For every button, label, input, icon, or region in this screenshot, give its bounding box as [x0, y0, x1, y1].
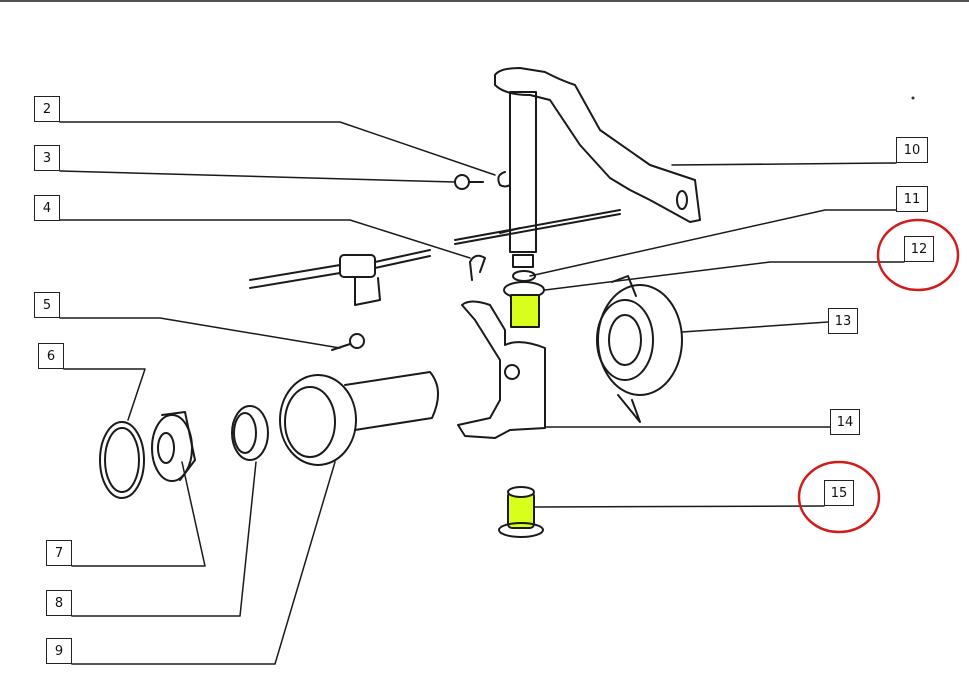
callout-6: 6 — [38, 343, 64, 369]
part-9-guide-tube — [279, 371, 439, 466]
callout-4: 4 — [34, 195, 60, 221]
part-rod — [454, 209, 621, 245]
part-5-screw — [331, 333, 365, 351]
part-7-seal — [151, 411, 196, 482]
part-3-bolt — [454, 174, 484, 190]
callout-13: 13 — [828, 308, 858, 334]
callout-10: 10 — [896, 137, 928, 163]
leader-lines — [59, 121, 905, 665]
part-15-bushing — [498, 486, 544, 538]
red-circle-15 — [797, 460, 881, 534]
part-2-clip — [497, 171, 511, 188]
callout-14: 14 — [830, 409, 860, 435]
callout-9: 9 — [46, 638, 72, 664]
cable-assembly — [249, 249, 431, 306]
callout-8: 8 — [46, 590, 72, 616]
part-8-bushing — [231, 405, 269, 461]
part-13-release-bearing — [596, 275, 683, 423]
callout-5: 5 — [34, 292, 60, 318]
callout-11: 11 — [896, 186, 928, 212]
part-14-release-fork — [457, 300, 546, 439]
callout-12: 12 — [904, 236, 934, 262]
callout-3: 3 — [34, 145, 60, 171]
part-12-bushing — [503, 281, 545, 328]
callout-15: 15 — [824, 480, 854, 506]
callout-7: 7 — [46, 540, 72, 566]
part-6-o-ring — [99, 421, 145, 499]
part-4-hook — [469, 254, 486, 281]
speck — [911, 96, 915, 100]
red-circle-12 — [876, 218, 960, 292]
part-10-shift-lever — [494, 67, 701, 268]
callout-2: 2 — [34, 96, 60, 122]
